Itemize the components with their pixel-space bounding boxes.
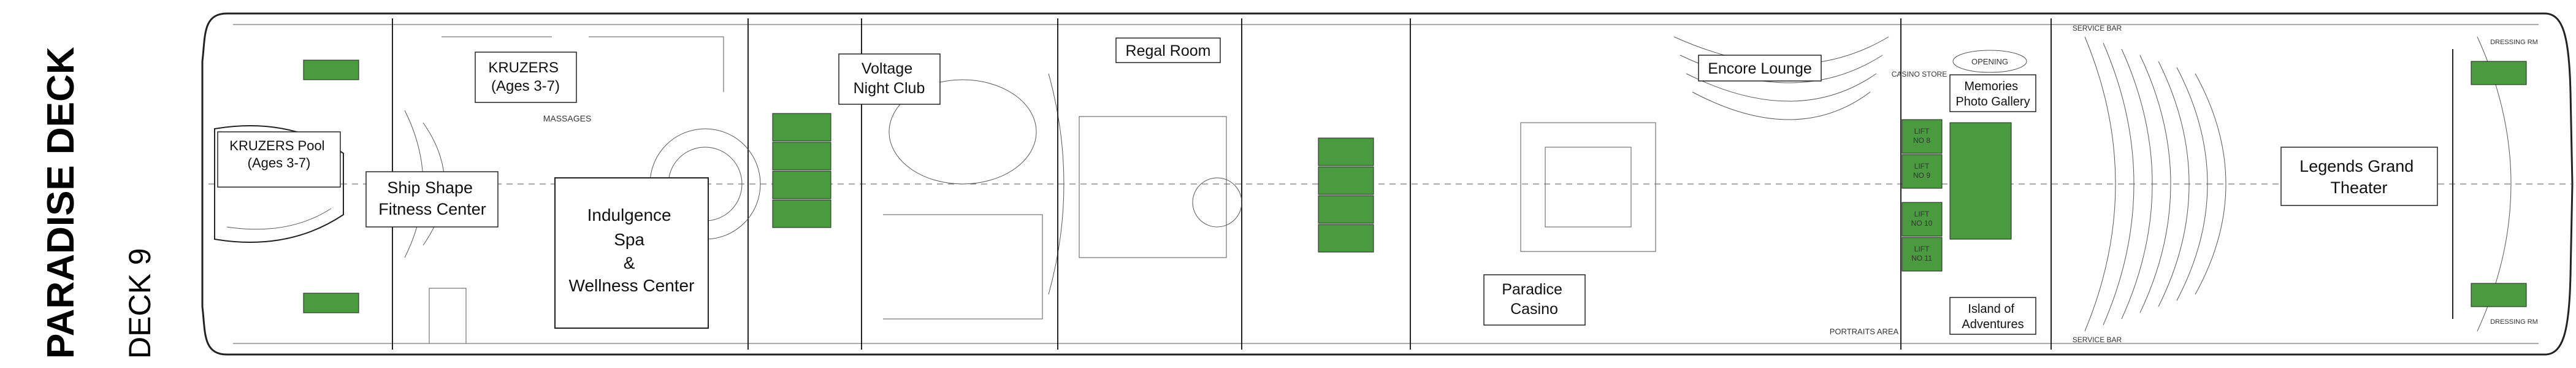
opening-label: OPENING [1971,57,2008,66]
casino-zone: Paradice Casino PORTRAITS AREA [1410,18,1899,350]
ship-shape-label: Ship Shape Fitness Center [378,178,486,218]
deck-name: PARADISE DECK [40,47,82,359]
theater-zone: Legends Grand Theater SERVICE BAR SERVIC… [2073,24,2538,344]
massages-label: MASSAGES [543,113,592,123]
portraits-label: PORTRAITS AREA [1830,327,1899,336]
regal-room-label: Regal Room [1126,42,1211,59]
lift-car [772,113,831,142]
casino-label-box [1483,274,1586,326]
stair-marker-fwd-top [2471,61,2527,85]
lift-9 [1901,154,1943,189]
lift-car [1318,166,1374,195]
stair-marker-bottom [303,293,359,313]
opening-ellipse [1952,50,2027,73]
memories-label: Memories Photo Gallery [1955,80,2030,109]
voltage-label: Voltage Night Club [854,60,925,97]
kruzers-label-box [475,52,577,103]
legends-label: Legends Grand Theater [2299,157,2418,197]
kruzers-pool-label: KRUZERS Pool (Ages 3-7) [229,138,328,171]
stair-core [1949,122,2012,240]
service-bar-top-label: SERVICE BAR [2073,24,2122,33]
memories-zone: OPENING Memories Photo Gallery Island of… [1949,18,2052,350]
indulgence-label: Indulgence Spa & Wellness Center [569,205,695,295]
regal-room-zone: Regal Room [1057,18,1242,350]
lift-car [772,142,831,171]
lift-car [772,171,831,199]
lift-car [1318,137,1374,166]
legends-label-box [2280,147,2438,206]
encore-lounge-zone: Encore Lounge [1673,36,1889,120]
lift-car [1318,224,1374,253]
fitness-spa-zone: KRUZERS (Ages 3-7) Ship Shape Fitness Ce… [365,18,761,350]
lift-car [772,199,831,228]
island-label-box [1949,297,2036,335]
dressing-top-label: DRESSING RM [2490,39,2538,46]
encore-label-box [1698,55,1822,82]
regal-room-label-box [1115,37,1221,63]
lift-10 [1901,202,1943,237]
lift-11 [1901,237,1943,272]
lift-8 [1901,119,1943,154]
deck-title-block: PARADISE DECK DECK 9 [40,47,157,359]
kruzers-label: KRUZERS (Ages 3-7) [488,59,562,94]
casino-store-label: CASINO STORE [1892,70,1947,79]
encore-label: Encore Lounge [1708,60,1812,77]
service-bar-bottom-label: SERVICE BAR [2073,335,2122,344]
voltage-night-club-zone: Voltage Night Club [838,18,1064,350]
stair-marker-top [303,59,359,80]
indulgence-label-box [554,177,709,329]
lift-car [1318,195,1374,224]
lift-bank-aft [772,113,831,228]
aft-pool-area: KRUZERS Pool (Ages 3-7) [214,125,344,243]
kruzers-pool-label-box [217,131,341,188]
dressing-bottom-label: DRESSING RM [2490,318,2538,326]
ship-shape-label-box [365,171,499,228]
casino-label: Paradice Casino [1502,281,1567,318]
deck-number: DECK 9 [123,248,157,359]
stair-marker-fwd-bottom [2471,283,2527,307]
voltage-label-box [838,53,941,105]
lift-bank-mid [1318,137,1374,253]
island-label: Island of Adventures [1962,302,2024,331]
memories-label-box [1949,74,2036,112]
hull-outline [201,12,2574,356]
aft-stair-markers [303,59,359,313]
